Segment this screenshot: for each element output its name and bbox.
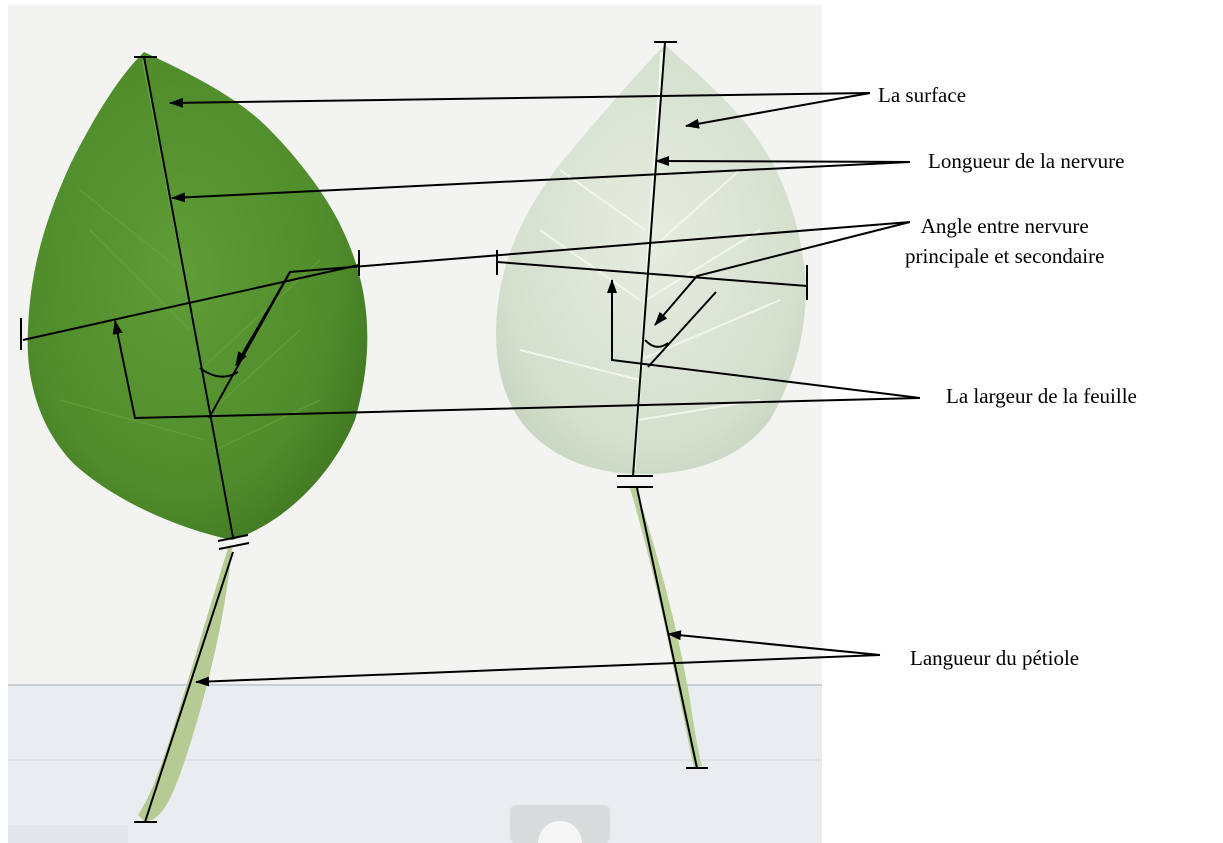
label-petiole-length: Langueur du pétiole [910, 643, 1079, 673]
label-surface: La surface [878, 80, 966, 110]
label-angle: Angle entre nervure principale et second… [905, 211, 1104, 271]
label-nervure-length: Longueur de la nervure [928, 146, 1125, 176]
label-leaf-width: La largeur de la feuille [946, 381, 1137, 411]
arrow-nervure-right [656, 161, 910, 162]
